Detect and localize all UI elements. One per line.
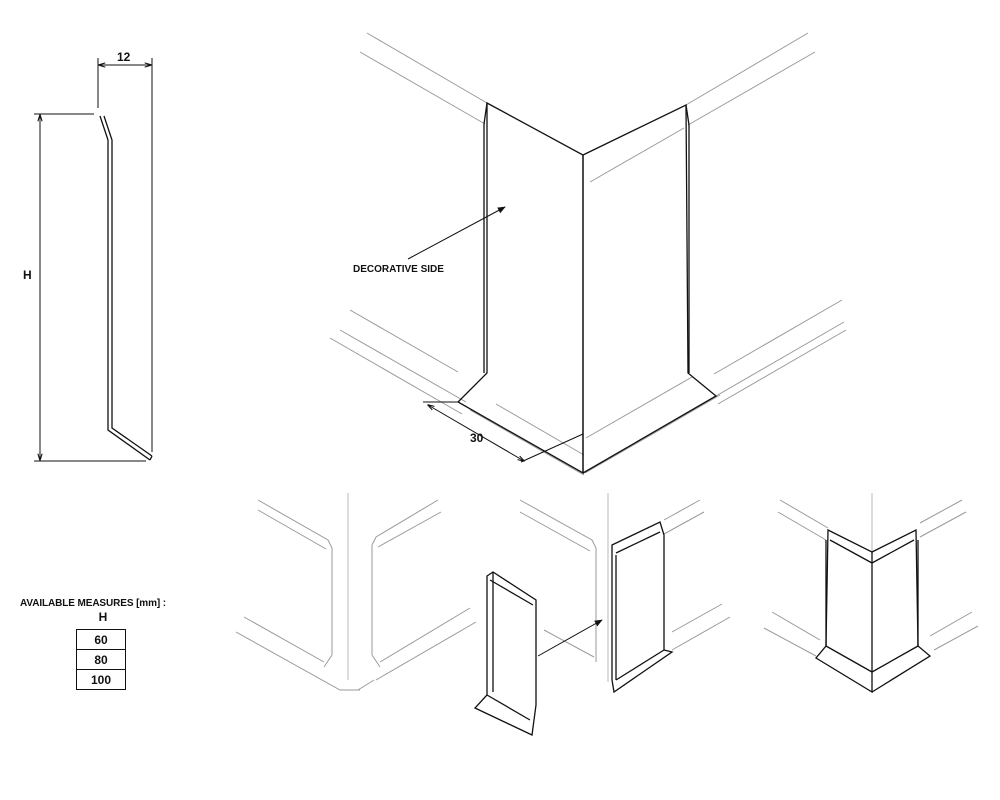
measure-value: 60 — [76, 629, 126, 650]
flange-dimension-label: 30 — [470, 431, 484, 445]
insert-arrow — [537, 619, 603, 657]
measure-value: 100 — [76, 669, 126, 690]
table-row: 80 — [76, 649, 126, 670]
main-corner-view: DECORATIVE SIDE 30 — [329, 32, 847, 476]
decorative-side-label: DECORATIVE SIDE — [353, 264, 444, 275]
decorative-side-arrow — [407, 206, 506, 260]
install-step-3-installed — [763, 493, 979, 694]
loose-corner-piece — [473, 571, 537, 736]
profile-side-view: 12 H — [23, 50, 153, 462]
thickness-dimension-label: 12 — [117, 50, 131, 64]
fitted-corner-piece — [611, 521, 674, 694]
measures-column-header: H — [98, 610, 108, 624]
install-step-1-empty-corner — [235, 493, 477, 691]
measures-table: 60 80 100 — [76, 629, 126, 690]
measure-value: 80 — [76, 649, 126, 670]
corner-piece-left-face — [456, 101, 584, 475]
table-row: 100 — [76, 669, 126, 690]
flange-dimension-line — [428, 405, 524, 461]
profile-outline — [99, 115, 151, 461]
height-dimension-label: H — [23, 268, 32, 282]
available-measures-title: AVAILABLE MEASURES [mm] : — [20, 598, 167, 609]
table-row: 60 — [76, 629, 126, 650]
install-step-2-fitting — [473, 493, 731, 736]
corner-piece-right-face — [582, 103, 718, 474]
profile-outline-inner — [103, 115, 153, 457]
